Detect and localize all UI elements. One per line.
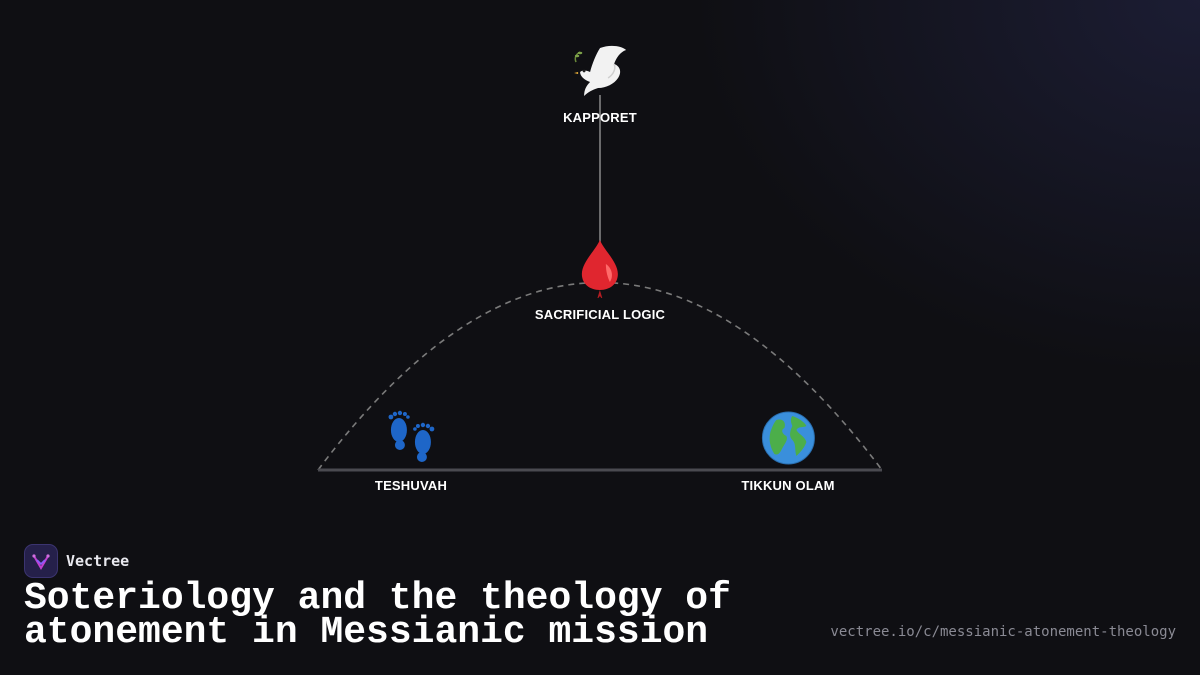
node-label-kapporet: KAPPORET bbox=[563, 110, 637, 125]
page-title: Soteriology and the theology of atonemen… bbox=[24, 577, 731, 654]
node-label-teshuvah: TESHUVAH bbox=[374, 478, 448, 493]
brand[interactable]: Vectree bbox=[24, 544, 129, 578]
vectree-logo-icon bbox=[24, 544, 58, 578]
node-kapporet: KAPPORET bbox=[563, 42, 637, 125]
dove-icon bbox=[574, 45, 626, 96]
node-tikkun-olam: TIKKUN OLAM bbox=[741, 408, 834, 493]
node-label-tikkun-olam: TIKKUN OLAM bbox=[741, 478, 835, 493]
brand-name: Vectree bbox=[66, 552, 130, 570]
node-sacrificial-logic: SACRIFICIAL LOGIC bbox=[535, 238, 665, 322]
node-label-sacrificial-logic: SACRIFICIAL LOGIC bbox=[534, 307, 666, 322]
globe-icon bbox=[761, 411, 815, 465]
footprints-icon bbox=[388, 410, 435, 462]
source-url[interactable]: vectree.io/c/messianic-atonement-theolog… bbox=[830, 624, 1176, 640]
edge-dashed-arc bbox=[317, 281, 883, 471]
blood-drop-icon bbox=[582, 240, 618, 298]
node-teshuvah: TESHUVAH bbox=[375, 408, 447, 493]
